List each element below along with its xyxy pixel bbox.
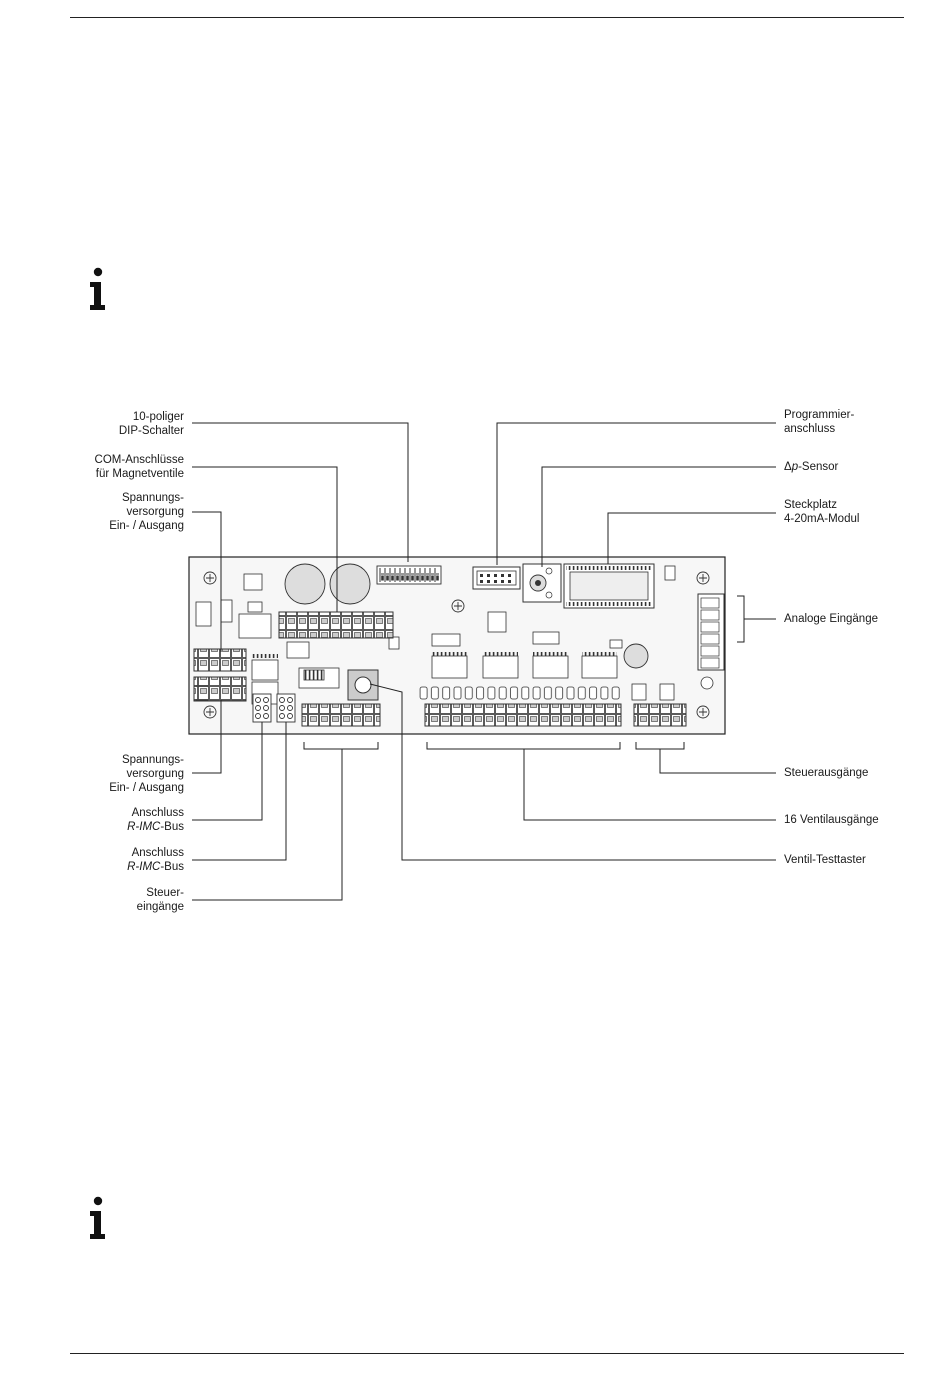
valve-terminals — [424, 703, 622, 727]
label-dip-switch: 10-poliger DIP-Schalter — [118, 411, 184, 437]
label-analog-inputs: Analoge Eingänge — [784, 613, 878, 625]
power-terminal-bottom — [193, 676, 247, 702]
label-control-outputs: Steuerausgänge — [784, 767, 869, 779]
label-test-button: Ventil-Testtaster — [784, 854, 866, 866]
label-power-bottom: Spannungs- versorgung Ein- / Ausgang — [109, 754, 184, 794]
analog-input-terminals — [697, 593, 725, 671]
leader-lines — [192, 422, 776, 901]
small-components — [195, 565, 714, 705]
programming-header — [472, 566, 521, 590]
dip-switch — [376, 565, 442, 585]
label-dp-sensor: Δp-Sensor — [784, 461, 839, 473]
header-rule — [70, 17, 904, 18]
com-terminals — [278, 611, 394, 639]
label-power-top: Spannungs- versorgung Ein- / Ausgang — [109, 492, 184, 532]
info-icon — [90, 1196, 105, 1239]
mounting-screws — [203, 571, 710, 719]
capacitors — [284, 563, 649, 669]
label-valve-outputs: 16 Ventilausgänge — [784, 814, 879, 826]
label-com-connections: COM-Anschlüsse für Magnetventile — [94, 454, 184, 480]
label-bus-1: Anschluss R-IMC-Bus — [127, 807, 184, 833]
label-bus-2: Anschluss R-IMC-Bus — [127, 847, 184, 873]
module-slot — [563, 563, 655, 609]
dp-sensor-component — [522, 563, 562, 603]
pcb-board — [188, 556, 726, 735]
led-row — [417, 686, 620, 700]
power-terminal-top — [193, 648, 247, 672]
control-output-terminals — [633, 703, 687, 727]
bus-connectors — [252, 693, 296, 723]
control-input-terminals — [301, 703, 381, 727]
label-programming-port: Programmier- anschluss — [784, 409, 855, 435]
label-module-slot: Steckplatz 4-20mA-Modul — [784, 499, 860, 525]
label-control-inputs: Steuer- eingänge — [136, 887, 184, 913]
smd-chips — [252, 631, 618, 679]
info-icon — [90, 267, 105, 310]
footer-rule — [70, 1353, 904, 1354]
